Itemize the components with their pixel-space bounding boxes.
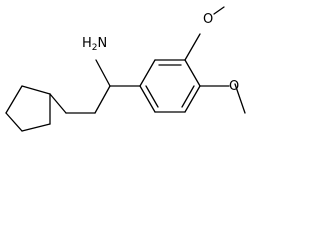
double-bond-inner xyxy=(181,85,195,108)
benzene-ring xyxy=(139,59,201,113)
amine-label: H2N xyxy=(82,36,107,53)
ring-bond xyxy=(5,85,23,114)
structure-canvas: H2N O O xyxy=(5,6,246,132)
ring-bond xyxy=(5,112,23,132)
chain-bond xyxy=(49,93,67,114)
amine-h-count: 2 xyxy=(92,43,98,53)
methoxy-bond xyxy=(184,33,201,61)
methyl-bond xyxy=(234,83,246,114)
double-bond-inner xyxy=(145,85,159,108)
ring-bond xyxy=(21,123,51,132)
ring-bond xyxy=(21,85,51,95)
oxygen-bottom-label: O xyxy=(229,79,239,94)
amine-n: N xyxy=(98,36,108,51)
methoxy-top xyxy=(184,6,225,61)
cyclopentane-ring xyxy=(5,85,51,132)
amine-h: H xyxy=(82,36,92,51)
methoxy-bottom xyxy=(199,83,246,114)
oxygen-top-label: O xyxy=(203,12,213,27)
alkyl-chain xyxy=(49,59,141,114)
chain-bond xyxy=(94,85,111,114)
amine-bond xyxy=(95,59,111,87)
molecule-structure: H2N O O xyxy=(5,6,246,132)
ring-bond xyxy=(184,59,201,87)
methyl-bond xyxy=(213,6,225,15)
ring-bond xyxy=(139,85,156,113)
ring-bond xyxy=(139,59,156,87)
ring-bond xyxy=(184,85,201,113)
